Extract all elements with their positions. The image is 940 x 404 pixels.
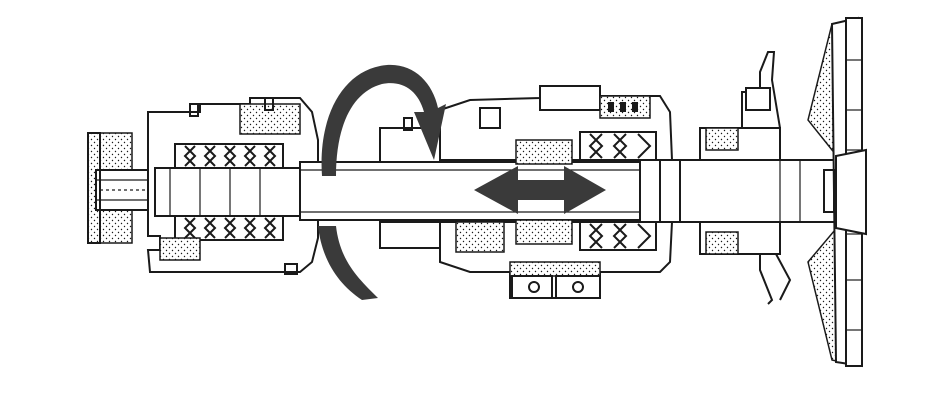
left-bearing-upper bbox=[174, 143, 284, 169]
left-bearing-lower bbox=[174, 215, 284, 241]
drum-segments bbox=[807, 16, 867, 368]
rotation-arrow bbox=[318, 64, 446, 300]
axial-movement-arrow bbox=[474, 166, 606, 214]
left-bearing-housing bbox=[146, 97, 319, 275]
right-bearing-lower bbox=[579, 221, 657, 251]
output-hub bbox=[699, 51, 792, 305]
drive-flange bbox=[87, 132, 157, 244]
gear-housing bbox=[379, 85, 674, 299]
right-bearing-upper bbox=[579, 131, 657, 161]
